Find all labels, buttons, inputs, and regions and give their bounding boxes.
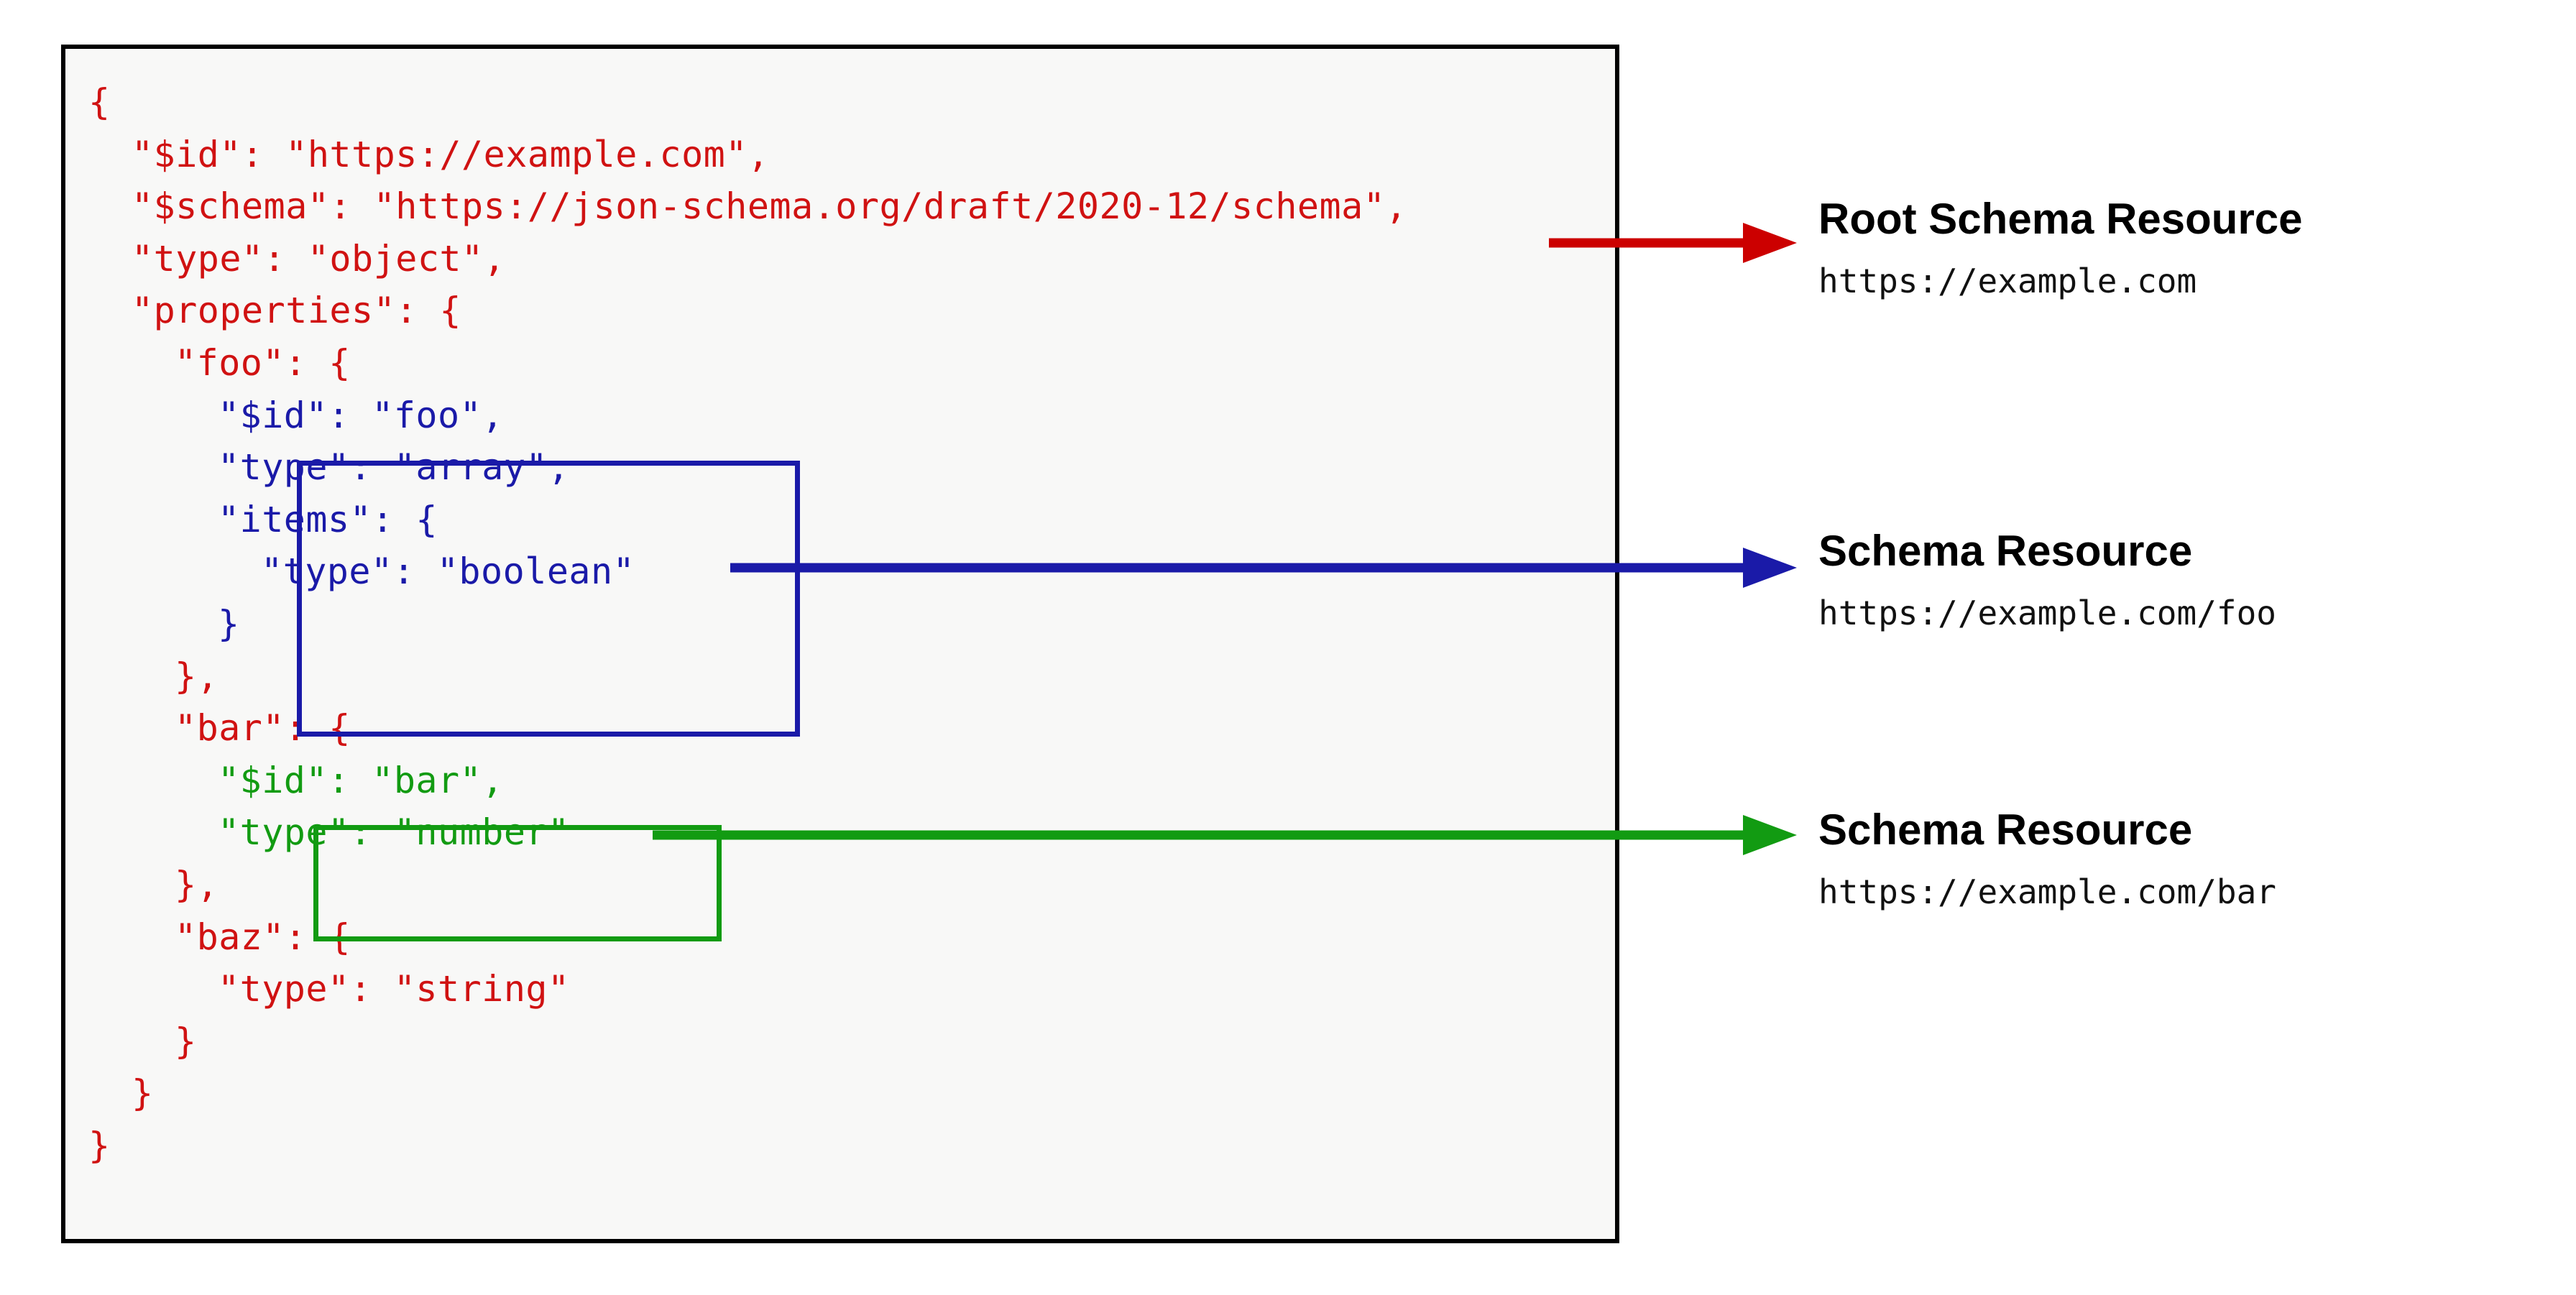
code-line: "items": { [218, 498, 438, 540]
callout-url: https://example.com/foo [1818, 594, 2276, 632]
code-line: { [88, 81, 111, 123]
code-line: "type": "boolean" [261, 550, 635, 593]
callout-url: https://example.com/bar [1818, 872, 2276, 911]
code-line: } [218, 603, 240, 645]
callout-foo-schema-resource: Schema Resource https://example.com/foo [1818, 527, 2276, 633]
code-line: "type": "number" [218, 811, 570, 854]
code-line: "foo": { [175, 342, 351, 384]
json-code-panel: { "$id": "https://example.com", "$schema":… [61, 45, 1619, 1243]
code-line: } [88, 1125, 111, 1166]
callout-title: Schema Resource [1818, 527, 2193, 575]
code-line: "type": "array", [218, 446, 570, 489]
code-line: "bar": { [175, 707, 351, 750]
code-line: "type": "object", [132, 237, 506, 280]
code-line: }, [175, 864, 219, 905]
callout-root-schema-resource: Root Schema Resource https://example.com [1818, 195, 2303, 301]
json-code-listing: { "$id": "https://example.com", "$schema":… [65, 49, 1615, 1239]
code-line: "properties": { [132, 290, 462, 332]
callout-title: Root Schema Resource [1818, 195, 2303, 243]
callout-url: https://example.com [1818, 262, 2197, 300]
code-line: "$id": "foo", [218, 394, 504, 436]
code-line: }, [175, 655, 219, 697]
highlight-box-foo-subschema [297, 461, 800, 737]
code-line: "$id": "bar", [218, 759, 504, 801]
highlight-box-bar-subschema [313, 825, 722, 941]
code-line: } [175, 1020, 197, 1062]
callout-bar-schema-resource: Schema Resource https://example.com/bar [1818, 806, 2276, 912]
code-line: "$schema": "https://json-schema.org/draf… [132, 185, 1407, 228]
callout-title: Schema Resource [1818, 806, 2193, 854]
code-line: } [132, 1072, 154, 1115]
code-line: "type": "string" [218, 968, 570, 1010]
code-line: "$id": "https://example.com", [132, 133, 770, 175]
